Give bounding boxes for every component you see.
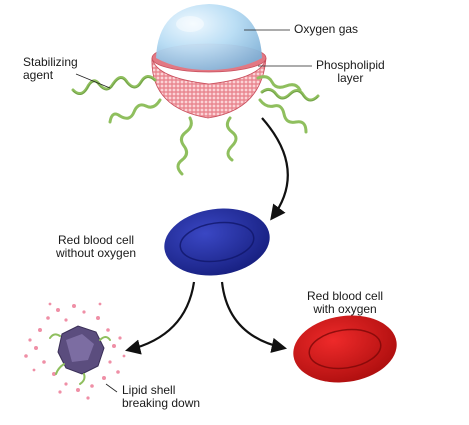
leader-lipid-shell xyxy=(105,383,118,393)
arrow-cell-to-breakdown xyxy=(125,281,196,355)
rbc-with-oxygen-label-line1: Red blood cell xyxy=(307,289,384,303)
lipid-shell-label-line2: breaking down xyxy=(122,396,201,410)
scattered-lipid-particles xyxy=(24,302,126,400)
phospholipid-layer-label-line2: layer xyxy=(337,71,364,85)
oxygen-gas-label: Oxygen gas xyxy=(294,22,359,36)
leader-lines xyxy=(75,29,312,393)
lipid-shell-label-line1: Lipid shell xyxy=(122,383,176,397)
lipid-shell-breakdown xyxy=(24,302,126,400)
rbc-with-oxygen xyxy=(293,315,397,383)
stabilizing-agent-label: Stabilizing agent xyxy=(23,56,78,82)
stabilizing-agent-label-line1: Stabilizing xyxy=(23,55,78,69)
rbc-without-oxygen-label-line2: without oxygen xyxy=(56,246,137,260)
lipid-microparticle xyxy=(151,4,267,119)
rbc-without-oxygen-label-line1: Red blood cell xyxy=(58,233,135,247)
arrow-particle-to-cell xyxy=(261,117,289,221)
lipid-shell-label: Lipid shell breaking down xyxy=(122,384,200,410)
rbc-with-oxygen-label-line2: with oxygen xyxy=(313,302,377,316)
phospholipid-layer-label: Phospholipid layer xyxy=(316,59,385,85)
oxygen-dome-shape xyxy=(156,4,262,70)
phospholipid-layer-label-line1: Phospholipid xyxy=(316,58,385,72)
stabilizing-agent-label-line2: agent xyxy=(23,68,54,82)
arrow-cell-to-oxygenated xyxy=(220,281,288,353)
rbc-without-oxygen-label: Red blood cell without oxygen xyxy=(56,234,136,260)
stabilizing-agent-coils xyxy=(71,75,320,176)
rbc-without-oxygen xyxy=(164,208,270,276)
flow-arrows xyxy=(125,117,289,355)
leader-stabilizing-agent xyxy=(75,73,111,89)
rbc-with-oxygen-label: Red blood cell with oxygen xyxy=(307,290,383,316)
